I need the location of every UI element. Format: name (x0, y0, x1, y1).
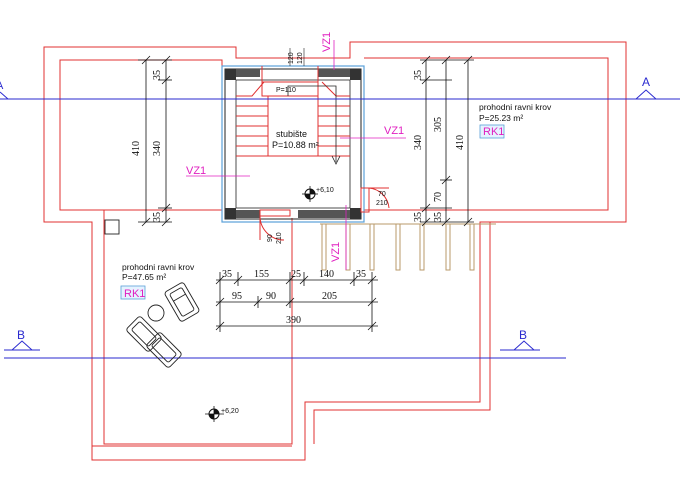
room-right-code-box (479, 124, 505, 139)
dims-bottom (215, 272, 378, 332)
dim-bottom-r1-4: 140 (319, 269, 334, 280)
room-label-right: prohodni ravni krov P=25.23 m² RK1 (479, 102, 552, 139)
room-left-name: prohodni ravni krov (122, 262, 195, 272)
dim-right-bottom: 35 (413, 212, 424, 222)
stair-flights (236, 66, 350, 157)
level-stair-value: +6,10 (316, 187, 334, 194)
section-b-right-label: B (519, 328, 527, 342)
dim-left-bottom: 35 (152, 212, 163, 222)
room-right-name: prohodni ravni krov (479, 102, 552, 112)
dim-bottom-r1-3: 25 (291, 269, 301, 280)
section-line-b (4, 340, 566, 359)
left-wing-inner-wall (59, 59, 223, 211)
dim-bottom-r2-1: 95 (232, 291, 242, 302)
stair-direction-arrow (287, 85, 341, 165)
round-table (147, 304, 165, 322)
wall-segment (236, 210, 260, 218)
stair-wall-inner (235, 79, 351, 209)
vz1-left-label: VZ1 (186, 165, 206, 177)
lounge-chair (164, 282, 200, 322)
stair-landing-label: P=110 (276, 87, 296, 94)
door-right-width: 70 (378, 191, 386, 198)
stair-frame (221, 65, 365, 223)
stair-wall-outer (224, 68, 362, 220)
section-line-a (0, 89, 680, 100)
vz1-right-label: VZ1 (384, 125, 404, 137)
column (350, 69, 361, 80)
dim-right-bottom-2: 35 (433, 212, 444, 222)
room-right-area: P=25.23 m² (479, 113, 523, 123)
door-left-height: 210 (276, 232, 283, 244)
dim-bottom-r1-5: 35 (356, 269, 366, 280)
level-roof-value: +6,20 (221, 408, 239, 415)
stair-area: P=10.88 m² (272, 140, 319, 150)
left-roof-inner-wall (103, 210, 293, 445)
vz1-bottom-label: VZ1 (330, 242, 342, 262)
door-left (259, 209, 291, 241)
column (350, 208, 361, 219)
room-left-code-box (120, 285, 146, 300)
dim-bottom-r1-1: 35 (222, 269, 232, 280)
dim-left-middle: 340 (152, 141, 163, 156)
section-b-left-label: B (17, 328, 25, 342)
wall-segment (298, 210, 350, 218)
room-left-area: P=47.65 m² (122, 272, 166, 282)
section-a-left-label: A (0, 80, 4, 92)
lounge-chair (126, 316, 162, 352)
dim-bottom-r1-2: 155 (254, 269, 269, 280)
room-label-left: prohodni ravni krov P=47.65 m² RK1 (120, 262, 195, 300)
door-left-width: 90 (267, 234, 274, 242)
roof-vent (104, 219, 120, 235)
wall-segment (318, 69, 350, 77)
dim-left-top: 35 (152, 70, 163, 80)
door-right-height: 210 (376, 200, 388, 207)
vz1-tags (186, 40, 406, 270)
dim-bottom-r2-2: 90 (266, 291, 276, 302)
stair-core: stubište P=10.88 m² P=110 120 120 (221, 48, 365, 223)
lounge-furniture (126, 282, 200, 368)
room-left-code: RK1 (124, 288, 145, 300)
vz1-top-label: VZ1 (321, 32, 333, 52)
column (225, 208, 236, 219)
dim-bottom-r3: 390 (286, 315, 301, 326)
stair-dim-top-2: 120 (297, 52, 304, 64)
section-a-right-label: A (642, 75, 650, 89)
level-marker-stair (302, 186, 318, 202)
dim-right-upper: 305 (433, 117, 444, 132)
dim-right-top: 35 (413, 70, 424, 80)
door-right (360, 187, 390, 213)
right-wing-inner-wall (364, 57, 609, 211)
level-marker-roof (205, 406, 224, 422)
dims-right (420, 55, 474, 227)
wall-segment (236, 69, 260, 77)
lounge-chair (146, 332, 182, 368)
railing-posts (320, 223, 496, 271)
dim-bottom-r2-3: 205 (322, 291, 337, 302)
dim-right-inner: 340 (413, 135, 424, 150)
dim-right-total: 410 (455, 135, 466, 150)
right-lower-parapet (313, 222, 491, 444)
stair-name: stubište (276, 129, 307, 139)
room-right-code: RK1 (483, 126, 504, 138)
dim-left-total: 410 (131, 141, 142, 156)
column (225, 69, 236, 80)
dim-right-lower: 70 (433, 192, 444, 202)
dims-left (138, 55, 172, 227)
stair-dim-top-1: 120 (288, 52, 295, 64)
